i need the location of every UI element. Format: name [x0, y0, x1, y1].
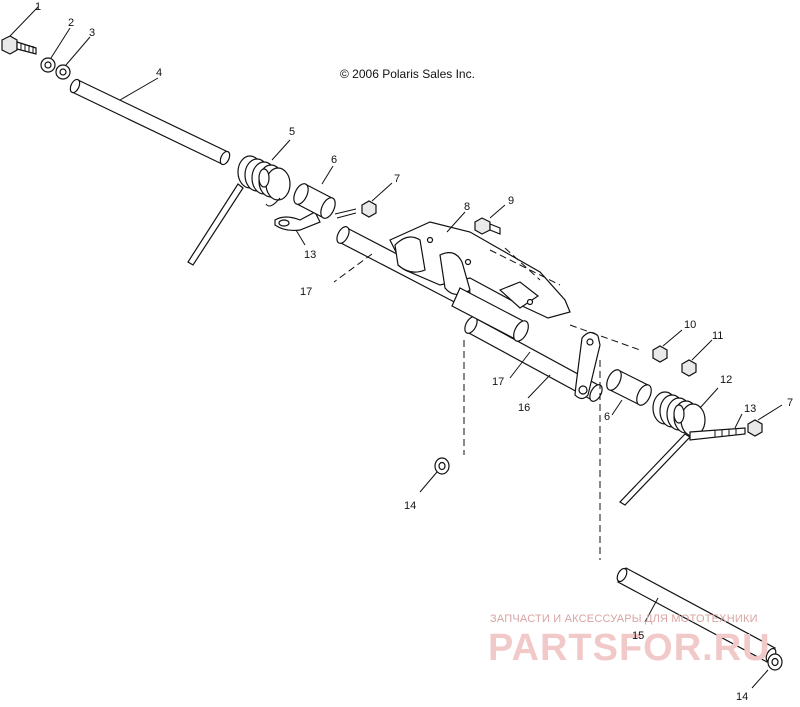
callout-13b: 13: [744, 403, 756, 415]
callout-7: 7: [394, 173, 400, 185]
callout-14: 14: [404, 500, 416, 512]
copyright-text: © 2006 Polaris Sales Inc.: [340, 67, 475, 81]
part-11-locknut: [681, 339, 713, 377]
part-9-bolt: [474, 204, 506, 235]
watermark-logo: PARTSFOR.RU: [488, 627, 771, 669]
callout-6b: 6: [604, 411, 610, 423]
part-14-washer-upper: [419, 457, 450, 493]
part-2-washer: [40, 27, 71, 73]
part-13-bolt-right: [689, 413, 746, 441]
callout-6: 6: [331, 154, 337, 166]
part-13-bracket-left: [274, 211, 321, 246]
part-12-spring: [619, 387, 719, 506]
part-14-washer-lower: [751, 653, 783, 689]
callout-3: 3: [89, 27, 95, 39]
callout-5: 5: [289, 126, 295, 138]
part-6-bushing-right: [606, 369, 652, 416]
callout-13: 13: [304, 249, 316, 261]
callout-10: 10: [684, 319, 696, 331]
callout-12: 12: [720, 374, 732, 386]
callout-1: 1: [35, 1, 41, 13]
part-8-bracket: [389, 211, 571, 319]
callout-17b: 17: [492, 376, 504, 388]
part-7-nut-right: [747, 404, 783, 437]
callout-14b: 14: [736, 691, 748, 702]
center-tube: [451, 287, 529, 342]
callout-16: 16: [518, 402, 530, 414]
part-7-nut-left: [334, 182, 393, 219]
callout-labels: 1 2 3 4 5 6 7 8 9 13 17 10 11 12 17 16 6…: [35, 1, 793, 703]
callout-7b: 7: [787, 397, 793, 409]
part-16-shaft-lower: [464, 316, 603, 402]
callout-9: 9: [508, 195, 514, 207]
callout-11: 11: [712, 330, 723, 342]
assembly-lines: [463, 249, 641, 560]
callout-15: 15: [632, 630, 644, 642]
callout-4: 4: [156, 67, 162, 79]
callout-2: 2: [68, 17, 74, 29]
part-3-washer: [55, 36, 91, 80]
part-4-shaft: [69, 77, 231, 166]
part-1-bolt: [1, 6, 39, 55]
watermark-tagline: ЗАПЧАСТИ И АКСЕССУАРЫ ДЛЯ МОТОТЕХНИКИ: [490, 613, 758, 625]
watermark: ЗАПЧАСТИ И АКСЕССУАРЫ ДЛЯ МОТОТЕХНИКИ PA…: [488, 613, 771, 669]
part-6-bushing-left: [293, 165, 336, 219]
callout-17: 17: [300, 286, 312, 298]
part-5-spring: [187, 139, 291, 266]
pivot-arm: [574, 331, 601, 400]
callout-8: 8: [464, 201, 470, 213]
part-10-nut: [652, 329, 683, 363]
